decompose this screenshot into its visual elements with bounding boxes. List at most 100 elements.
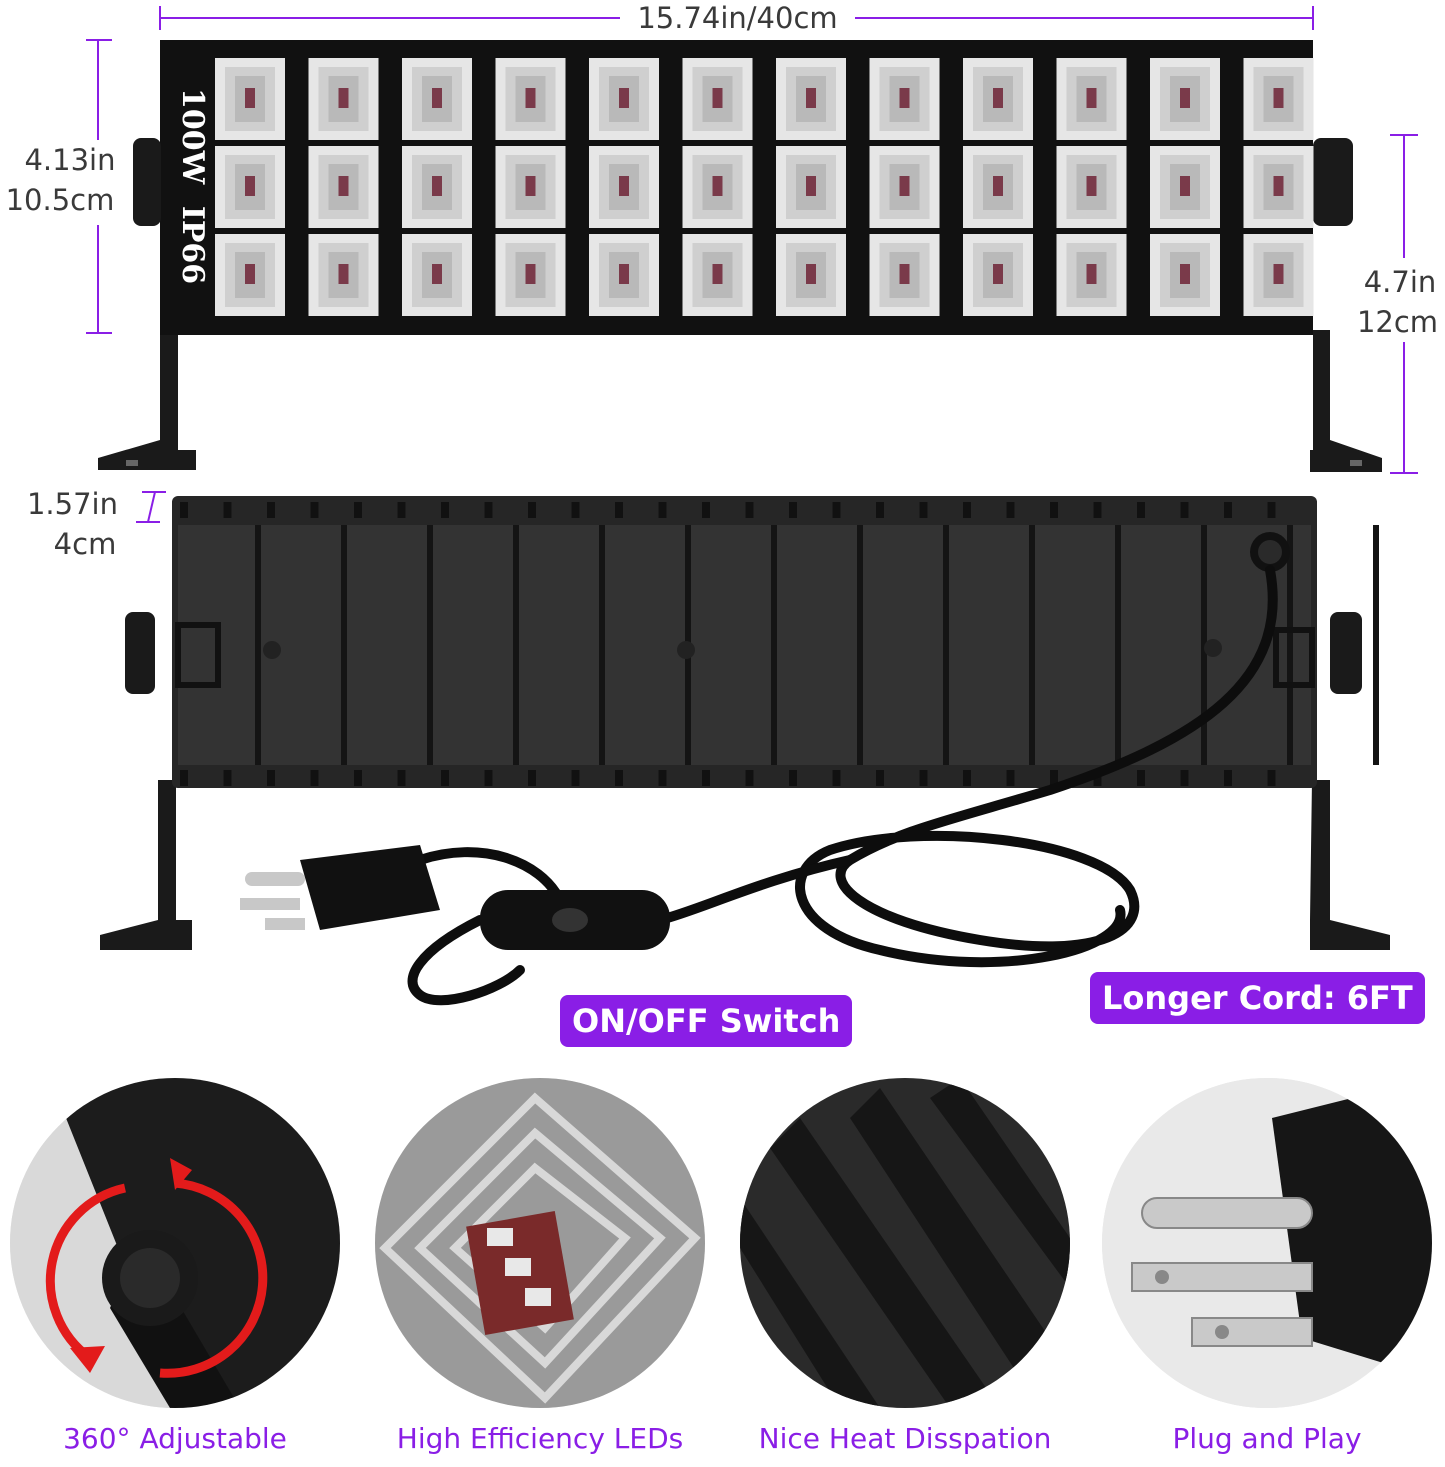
fin-tooth (1006, 770, 1015, 786)
front-view-light-bar (98, 40, 1382, 472)
led-closeup-icon (375, 1078, 705, 1408)
led-cell (215, 146, 285, 228)
led-cell (308, 146, 379, 228)
led-cell (1243, 146, 1314, 228)
led-cell (869, 58, 940, 140)
plug-icon (1102, 1078, 1432, 1408)
led-cell (1056, 146, 1127, 228)
heat-sink-fin (1029, 525, 1035, 765)
fin-tooth (1267, 770, 1276, 786)
heat-sink-fin (255, 525, 261, 765)
total-height-cm-label: 12cm (1356, 305, 1439, 339)
fin-tooth (484, 502, 493, 518)
heat-sink-fin (857, 525, 863, 765)
fin-tooth (615, 770, 623, 786)
fin-tooth (310, 770, 319, 786)
fin-tooth (615, 502, 623, 518)
led-cell (215, 234, 285, 316)
depth-cm-label: 4cm (53, 527, 117, 561)
led-cell (869, 234, 940, 316)
fin-tooth (1267, 502, 1276, 518)
led-cell (963, 58, 1033, 140)
fin-tooth (1006, 502, 1015, 518)
feature-label-rotation: 360° Adjustable (63, 1422, 287, 1455)
led-cell (776, 146, 846, 228)
led-cell (1150, 234, 1220, 316)
fin-tooth (745, 502, 754, 518)
fin-tooth (1050, 502, 1058, 518)
fin-tooth (658, 770, 667, 786)
fin-tooth (571, 502, 580, 518)
fin-tooth (963, 770, 971, 786)
fin-tooth (876, 502, 884, 518)
fin-tooth (354, 502, 362, 518)
led-cell (1056, 58, 1127, 140)
fin-tooth (441, 502, 449, 518)
fin-tooth (1180, 770, 1189, 786)
led-cell (402, 146, 472, 228)
fin-tooth (1224, 502, 1232, 518)
led-cell (308, 234, 379, 316)
feature-label-led: High Efficiency LEDs (396, 1422, 684, 1455)
fin-tooth (1137, 502, 1145, 518)
fin-tooth (528, 502, 536, 518)
led-cell (963, 146, 1033, 228)
fin-tooth (571, 770, 580, 786)
heat-sink-fin (427, 525, 433, 765)
fin-tooth (832, 502, 841, 518)
wattage-label: 100W (175, 88, 210, 185)
fin-tooth (1093, 502, 1102, 518)
led-cell (869, 146, 940, 228)
heat-sink-fin (513, 525, 519, 765)
fin-tooth (658, 502, 667, 518)
feature-led-circle (375, 1078, 705, 1408)
fin-tooth (223, 770, 232, 786)
fin-tooth (1050, 770, 1058, 786)
heat-sink-fin (1373, 525, 1379, 765)
led-cell (963, 234, 1033, 316)
fin-tooth (441, 770, 449, 786)
fin-tooth (354, 770, 362, 786)
heat-sink-fin (599, 525, 605, 765)
led-cell (682, 234, 753, 316)
fin-tooth (1137, 770, 1145, 786)
fin-tooth (876, 770, 884, 786)
fin-tooth (919, 502, 928, 518)
led-cell (495, 146, 566, 228)
led-cell (402, 58, 472, 140)
fin-tooth (267, 502, 275, 518)
dimension-lines (86, 6, 1418, 523)
led-cell (495, 234, 566, 316)
led-cell (1150, 58, 1220, 140)
fin-tooth (702, 502, 710, 518)
fin-tooth (745, 770, 754, 786)
feature-label-heat: Nice Heat Disspation (758, 1422, 1052, 1455)
led-cell (589, 234, 659, 316)
heat-sink-fin (341, 525, 347, 765)
led-cell (308, 58, 379, 140)
fin-tooth (397, 770, 406, 786)
width-dimension-label: 15.74in/40cm (637, 1, 838, 35)
led-cell (1056, 234, 1127, 316)
fin-tooth (180, 770, 188, 786)
led-cell (1243, 58, 1314, 140)
cord-callout-badge: Longer Cord: 6FT (1090, 972, 1425, 1024)
led-cell (1243, 234, 1314, 316)
fin-tooth (963, 502, 971, 518)
switch-callout-badge: ON/OFF Switch (560, 995, 853, 1047)
heat-sink-fin (1201, 525, 1207, 765)
feature-heatsink-circle (740, 1078, 1070, 1408)
fin-tooth (484, 770, 493, 786)
back-view-light-bar (100, 496, 1390, 1006)
fin-tooth (310, 502, 319, 518)
led-cell (589, 58, 659, 140)
led-cell (589, 146, 659, 228)
fin-tooth (789, 502, 797, 518)
total-height-in-label: 4.7in (1363, 265, 1437, 299)
led-cell (776, 234, 846, 316)
led-cell (215, 58, 285, 140)
fin-tooth (528, 770, 536, 786)
heat-sink-fin (771, 525, 777, 765)
heat-sink-icon (740, 1078, 1070, 1408)
led-cell (682, 58, 753, 140)
